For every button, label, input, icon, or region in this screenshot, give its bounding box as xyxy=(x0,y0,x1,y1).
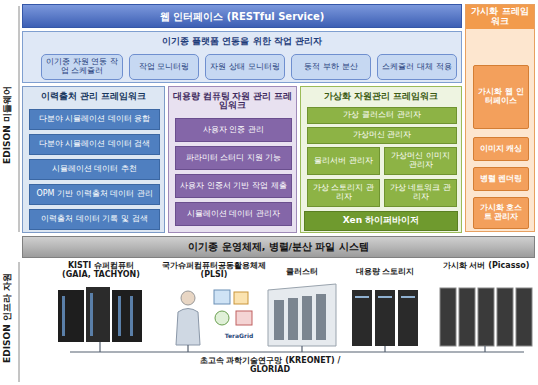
module-label: 물리서버 관리자 xyxy=(314,157,373,166)
framework-panel: 이력출처 관리 프레임워크다분야 시뮬레이션 데이터 융합다분야 시뮬레이션 데… xyxy=(22,86,165,233)
module-box: 사용자 인증 관리 xyxy=(175,118,292,142)
module-label: Xen 하이퍼바이저 xyxy=(343,216,419,226)
module-label: 가상 클러스터 관리자 xyxy=(343,111,420,120)
resource-label: 클러스터 xyxy=(272,268,332,277)
module-box: 스케쥴러 대체 적용 xyxy=(377,54,457,80)
module-label: 다분야 시뮬레이션 데이터 검색 xyxy=(39,140,151,149)
module-box: 이기종 자원 연동 작업 스케쥴러 xyxy=(41,54,123,80)
framework-heading: 가시화 프레임워크 xyxy=(466,5,534,29)
module-box: 가시화 웹 인터페이스 xyxy=(473,65,529,129)
module-label: 사용자 인증서 기반 작업 제출 xyxy=(180,182,286,191)
infra-bracket xyxy=(19,262,20,382)
resource-label: 국가슈퍼컴퓨터공동활용체제 (PLSI) xyxy=(157,262,271,280)
layer-label: EDISON 미들웨어 xyxy=(3,50,17,200)
module-box: 이미지 캐싱 xyxy=(473,137,529,161)
module-label: 작업 모니터링 xyxy=(139,63,190,72)
network-label: 초고속 과학기술연구망 (KREONET) / GLORIAD xyxy=(185,357,355,375)
module-label: 시뮬레이션 데이터 관리자 xyxy=(187,210,280,219)
framework-heading: 이력출처 관리 프레임워크 xyxy=(23,87,164,107)
module-box: 시뮬레이션 데이터 추천 xyxy=(29,159,160,180)
layer-label: EDISON 인프라 자원 xyxy=(3,243,17,385)
framework-panel: 대용량 컴퓨팅 자원 관리 프레임워크사용자 인증 관리파라미터 스터디 지원 … xyxy=(168,86,297,233)
module-box: 이력출처 데이터 기록 및 검색 xyxy=(29,209,160,230)
module-box: 가상머신 이미지 관리자 xyxy=(384,147,457,175)
module-label: 시뮬레이션 데이터 추천 xyxy=(52,165,137,174)
module-box: 물리서버 관리자 xyxy=(307,147,380,175)
module-box: 사용자 인증서 기반 작업 제출 xyxy=(175,174,292,198)
module-box: 파라미터 스터디 지원 기능 xyxy=(175,146,292,170)
module-box: 다분야 시뮬레이션 데이터 융합 xyxy=(29,109,160,130)
module-label: 사용자 인증 관리 xyxy=(203,126,264,135)
module-label: 병렬 렌더링 xyxy=(480,175,523,184)
module-box: 병렬 렌더링 xyxy=(473,167,529,191)
framework-panel: 가시화 프레임워크가시화 웹 인터페이스이미지 캐싱병렬 렌더링가시화 호스트 … xyxy=(465,4,535,232)
storage-racks xyxy=(352,290,418,346)
framework-heading: 가상화 자원관리 프레임워크 xyxy=(301,87,461,107)
network-line xyxy=(70,342,524,352)
resource-label: 가시화 서버 (Picasso) xyxy=(442,262,530,271)
module-label: 이력출처 데이터 기록 및 검색 xyxy=(41,215,147,224)
module-label: 자원 상태 모니터링 xyxy=(210,63,279,72)
module-box: OPM 기반 이력출처 데이터 관리 xyxy=(29,184,160,205)
os-filesystem-bar: 이기종 운영체제, 병렬/분산 파일 시스템 xyxy=(22,236,535,258)
cluster-room xyxy=(268,284,336,346)
module-label: 가상머신 관리자 xyxy=(353,131,412,140)
module-box: 가상머신 관리자 xyxy=(307,127,457,144)
visualization-servers xyxy=(440,288,532,346)
module-label: 동적 부하 분산 xyxy=(304,63,357,72)
resource-label: KISTI 슈퍼컴퓨터 (GAIA, TACHYON) xyxy=(55,262,147,280)
module-label: OPM 기반 이력출처 데이터 관리 xyxy=(36,190,152,199)
module-label: 가시화 호스트 관리자 xyxy=(476,204,526,222)
module-label: 다분야 시뮬레이션 데이터 융합 xyxy=(39,115,151,124)
module-box: 가상 클러스터 관리자 xyxy=(307,107,457,124)
module-box: 가상 네트워크 관리자 xyxy=(384,179,457,207)
framework-heading: 대용량 컴퓨팅 자원 관리 프레임워크 xyxy=(169,87,296,115)
framework-panel: 가상화 자원관리 프레임워크가상 클러스터 관리자가상머신 관리자물리서버 관리… xyxy=(300,86,462,233)
middleware-bracket xyxy=(19,6,20,232)
interface-band: 웹 인터페이스 (RESTful Service) xyxy=(22,4,462,28)
module-label: 이기종 운영체제, 병렬/분산 파일 시스템 xyxy=(188,242,368,252)
hypervisor-bar: Xen 하이퍼바이저 xyxy=(304,211,458,231)
module-box: 가시화 호스트 관리자 xyxy=(473,197,529,229)
module-label: 이기종 자원 연동 작업 스케쥴러 xyxy=(44,58,120,76)
module-label: 웹 인터페이스 (RESTful Service) xyxy=(160,11,325,22)
module-box: 다분야 시뮬레이션 데이터 검색 xyxy=(29,134,160,155)
module-label: 파라미터 스터디 지원 기능 xyxy=(186,154,282,163)
logo-text: TeraGrid xyxy=(218,333,260,340)
module-label: 가상 스토리지 관리자 xyxy=(310,184,377,202)
resource-label: 대용량 스토리지 xyxy=(347,268,423,277)
module-label: 가상머신 이미지 관리자 xyxy=(387,152,454,170)
manager-panel: 이기종 플랫폼 연동을 위한 작업 관리자이기종 자원 연동 작업 스케쥴러 작업… xyxy=(22,31,462,83)
module-label: 가시화 웹 인터페이스 xyxy=(476,88,526,106)
module-label: 가상 네트워크 관리자 xyxy=(387,184,454,202)
module-label: 이미지 캐싱 xyxy=(480,145,523,154)
module-box: 자원 상태 모니터링 xyxy=(205,54,285,80)
module-label: 스케쥴러 대체 적용 xyxy=(382,63,451,72)
module-box: 작업 모니터링 xyxy=(129,54,199,80)
supercomputer-racks xyxy=(58,287,142,342)
module-box: 가상 스토리지 관리자 xyxy=(307,179,380,207)
module-box: 동적 부하 분산 xyxy=(291,54,371,80)
module-box: 시뮬레이션 데이터 관리자 xyxy=(175,202,292,226)
framework-heading: 이기종 플랫폼 연동을 위한 작업 관리자 xyxy=(23,32,461,52)
